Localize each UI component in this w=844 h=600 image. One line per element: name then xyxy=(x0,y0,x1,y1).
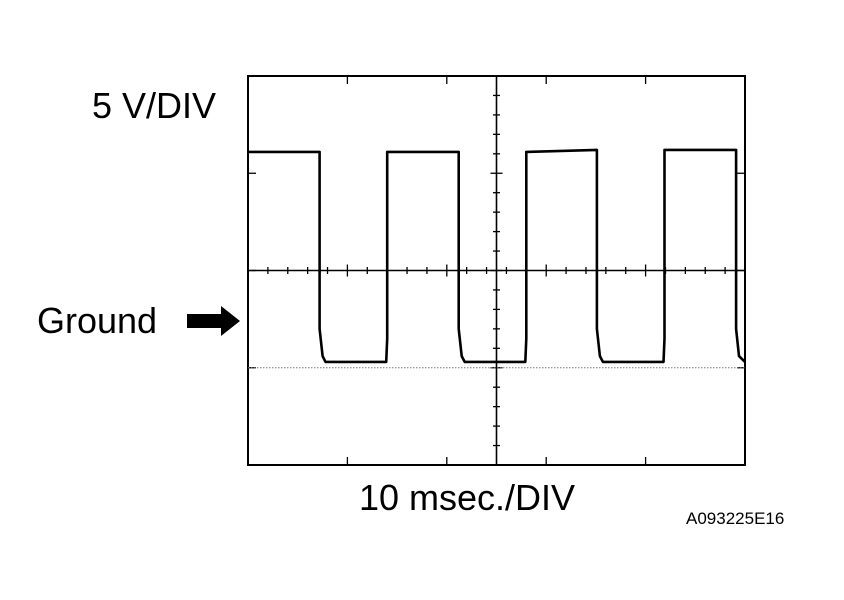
signal-trace xyxy=(248,148,746,364)
ground-label: Ground xyxy=(37,300,158,341)
vertical-scale-label: 5 V/DIV xyxy=(92,85,217,126)
horizontal-scale-label: 10 msec./DIV xyxy=(359,477,576,518)
figure-code: A093225E16 xyxy=(686,509,785,528)
ground-arrow-icon xyxy=(187,306,240,336)
